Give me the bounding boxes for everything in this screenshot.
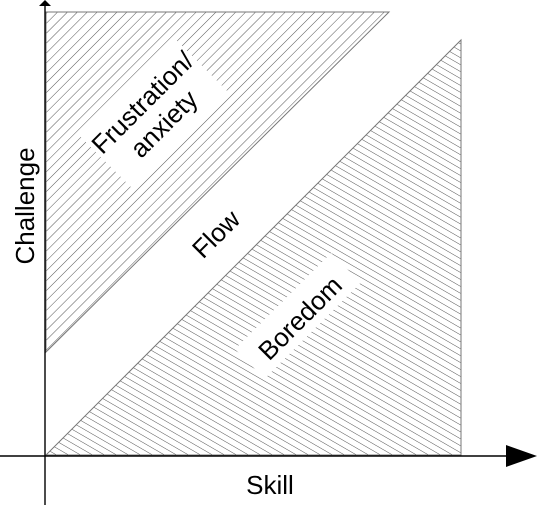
- frustration-region-outline: [45, 11, 391, 354]
- y-axis-label: Challenge: [10, 147, 40, 264]
- frustration-label-background: [78, 38, 231, 191]
- y-axis-arrow-tip: [39, 0, 51, 6]
- boredom-label-background: [234, 252, 361, 379]
- flow-label: Flow: [186, 204, 246, 264]
- boredom-region-outline: [44, 38, 462, 456]
- x-axis-label: Skill: [246, 470, 294, 500]
- x-axis-arrowhead: [506, 445, 537, 467]
